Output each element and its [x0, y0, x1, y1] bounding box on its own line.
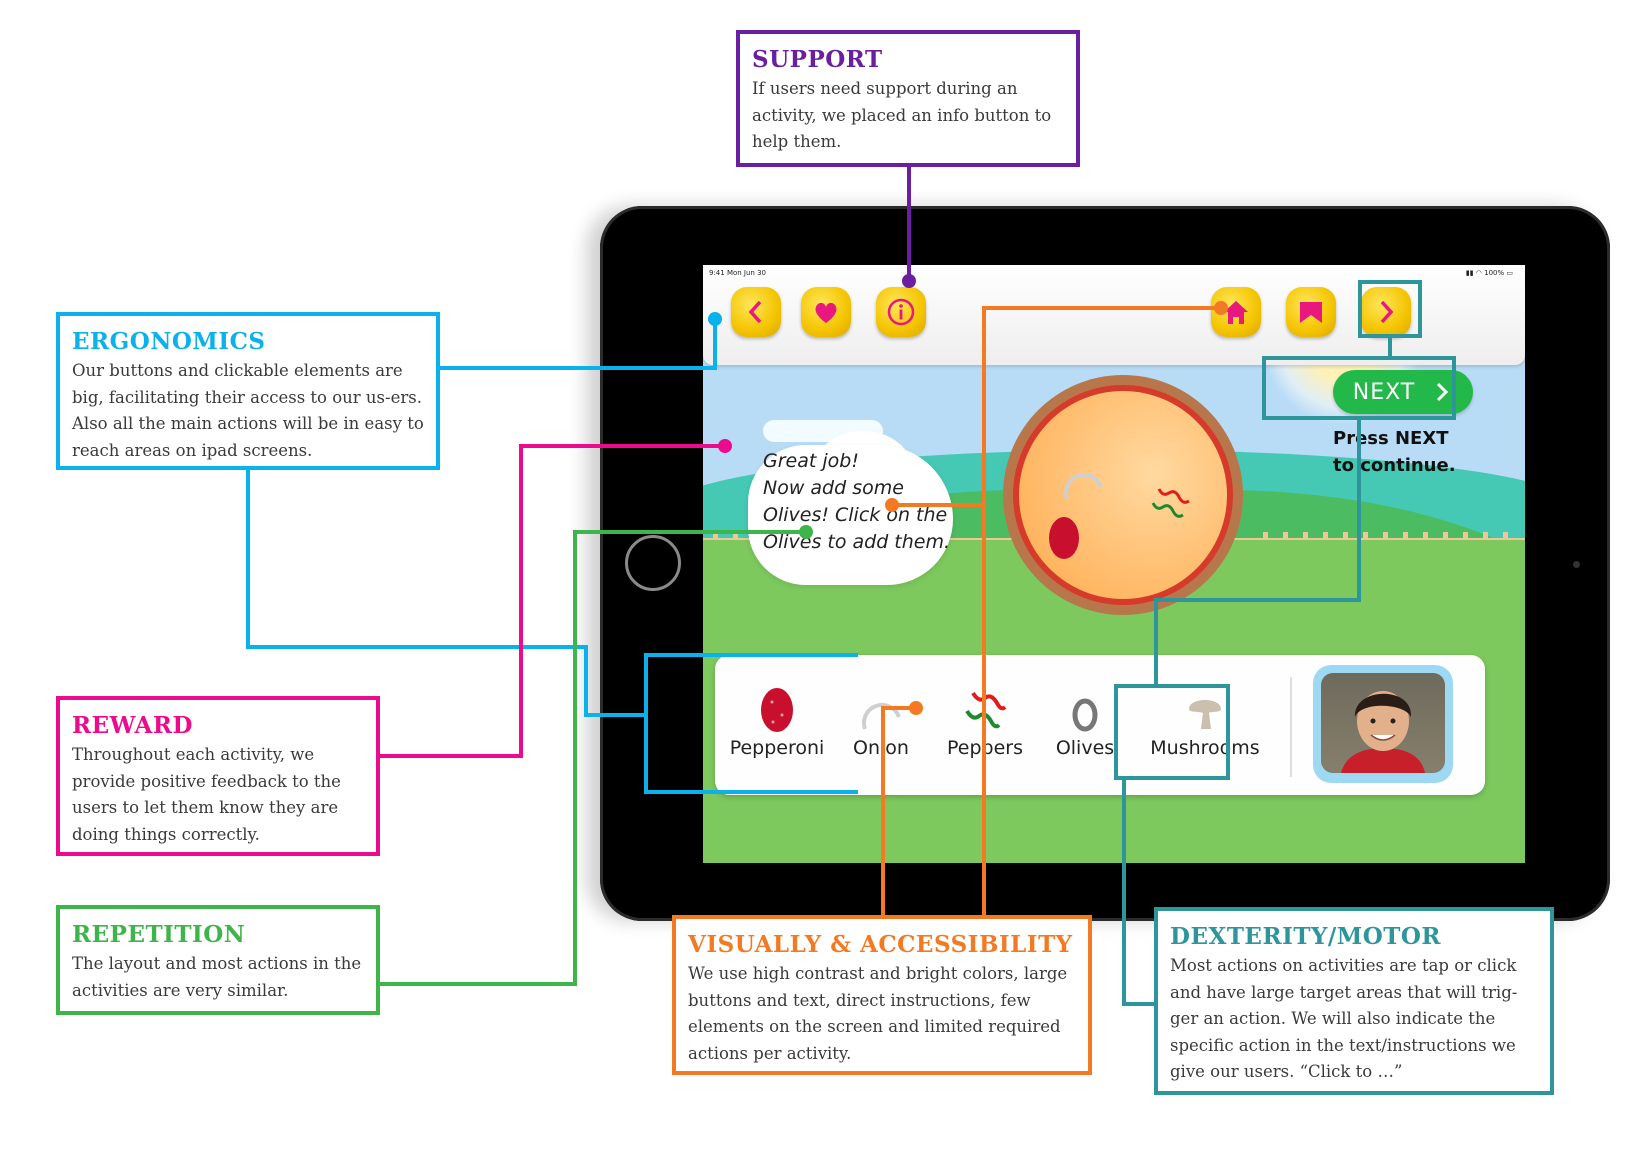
tray-divider [1290, 677, 1292, 777]
repetition-connector [573, 530, 805, 534]
repetition-connector-dot [799, 525, 813, 539]
repetition-annotation: REPETITION The layout and most actions i… [56, 905, 380, 1015]
visually-connector [982, 306, 1222, 310]
support-body: If users need support during an activity… [752, 79, 1052, 151]
info-icon [887, 298, 915, 326]
red-pepper-topping [1157, 488, 1190, 504]
ingredient-olives[interactable]: Olives [1045, 685, 1125, 759]
bubble-line: Olives! Click on the [763, 504, 948, 526]
speech-bubble-text: Great job! Now add some Olives! Click on… [763, 448, 973, 556]
olive-icon [1072, 698, 1098, 732]
visually-body: We use high contrast and bright colors, … [688, 964, 1068, 1063]
reward-connector-dot [718, 439, 732, 453]
pizza-toppings [1049, 473, 1190, 559]
reward-connector [519, 444, 523, 758]
dexterity-body: Most actions on activities are tap or cl… [1170, 956, 1518, 1081]
visually-connector-dot [1214, 301, 1228, 315]
ergonomics-annotation: ERGONOMICS Our buttons and clickable ele… [56, 312, 440, 470]
visually-annotation: VISUALLY & ACCESSIBILITY We use high con… [672, 915, 1092, 1075]
heart-icon [815, 302, 837, 323]
chevron-left-icon [748, 300, 762, 324]
status-battery: ▮▮ ◠ 100% ▭ [1465, 269, 1513, 277]
reward-annotation: REWARD Throughout each activity, we prov… [56, 696, 380, 856]
support-connector [907, 166, 911, 282]
dexterity-connector [1357, 420, 1361, 602]
repetition-title: REPETITION [72, 921, 246, 948]
dexterity-highlight-mushrooms [1114, 684, 1230, 780]
status-bar: 9:41 Mon Jun 30 ▮▮ ◠ 100% ▭ [703, 265, 1525, 285]
favorite-button[interactable] [801, 287, 851, 337]
repetition-connector [573, 530, 577, 986]
pepperoni-icon [761, 688, 793, 732]
visually-connector [881, 706, 917, 710]
chevron-right-icon [1437, 382, 1449, 402]
chevron-right-icon [1380, 300, 1394, 324]
back-button[interactable] [731, 287, 781, 337]
bubble-line: Great job! [763, 450, 859, 472]
pizza-cheese [1019, 391, 1227, 599]
ingredient-onion[interactable]: Onion [841, 685, 921, 759]
support-connector-dot [902, 274, 916, 288]
dexterity-connector [1122, 1002, 1158, 1006]
visually-connector [892, 503, 984, 507]
next-button[interactable]: NEXT [1333, 370, 1473, 414]
ergonomics-connector [246, 645, 586, 649]
pepperoni-topping [1049, 517, 1079, 559]
repetition-body: The layout and most actions in the activ… [72, 954, 362, 1000]
dexterity-connector [1388, 338, 1392, 358]
bookmark-icon [1300, 302, 1322, 323]
ergonomics-body: Our buttons and clickable elements are b… [72, 361, 424, 460]
tablet-camera [1573, 561, 1580, 568]
avatar [1313, 665, 1453, 783]
onion-icon [861, 703, 901, 730]
green-pepper-topping [1151, 502, 1184, 518]
reward-connector [378, 754, 523, 758]
dexterity-connector [1154, 598, 1158, 686]
visually-connector [881, 706, 885, 918]
press-next-instruction: Press NEXT to continue. [1333, 428, 1456, 476]
repetition-connector [378, 982, 577, 986]
ergonomics-connector [246, 468, 250, 648]
bubble-line: Now add some [763, 477, 904, 499]
dexterity-highlight-next [1262, 356, 1456, 420]
forward-button[interactable] [1361, 287, 1411, 337]
ergonomics-connector [584, 713, 646, 717]
reward-body: Throughout each activity, we provide pos… [72, 745, 341, 844]
tablet-home-button[interactable] [625, 535, 681, 591]
dexterity-title: DEXTERITY/MOTOR [1170, 923, 1442, 950]
support-title: SUPPORT [752, 46, 883, 73]
ergonomics-connector-dot [708, 312, 722, 326]
bookmark-button[interactable] [1286, 287, 1336, 337]
dexterity-annotation: DEXTERITY/MOTOR Most actions on activiti… [1154, 907, 1554, 1095]
visually-connector [982, 306, 986, 918]
status-time: 9:41 Mon Jun 30 [709, 269, 766, 277]
ergonomics-bracket [644, 790, 858, 794]
ingredient-mushrooms[interactable]: Mushrooms [1145, 685, 1265, 759]
ingredient-pepperoni[interactable]: Pepperoni [727, 685, 827, 759]
ergonomics-connector [438, 366, 717, 370]
onion-topping [1063, 473, 1103, 500]
child-photo [1321, 673, 1445, 773]
ergonomics-bracket [644, 653, 858, 657]
mushroom-icon [1189, 700, 1221, 729]
info-button[interactable] [876, 287, 926, 337]
ergonomics-connector [584, 645, 588, 717]
dexterity-highlight-forward [1358, 280, 1422, 338]
ergonomics-connector [713, 320, 717, 370]
reward-title: REWARD [72, 712, 193, 739]
app-screen: 9:41 Mon Jun 30 ▮▮ ◠ 100% ▭ Great job! N… [703, 265, 1525, 863]
visually-title: VISUALLY & ACCESSIBILITY [688, 931, 1073, 958]
visually-connector-dot [909, 701, 923, 715]
ingredient-tray: Pepperoni Onion Peppers Olives Mushrooms [715, 655, 1485, 795]
dexterity-connector [1122, 780, 1126, 1006]
speech-bubble [748, 445, 953, 585]
support-annotation: SUPPORT If users need support during an … [736, 30, 1080, 167]
ergonomics-bracket [644, 653, 648, 794]
visually-connector-dot [885, 498, 899, 512]
reward-connector [519, 444, 724, 448]
dexterity-connector [1154, 598, 1361, 602]
home-icon [1224, 301, 1248, 324]
ergonomics-title: ERGONOMICS [72, 328, 266, 355]
